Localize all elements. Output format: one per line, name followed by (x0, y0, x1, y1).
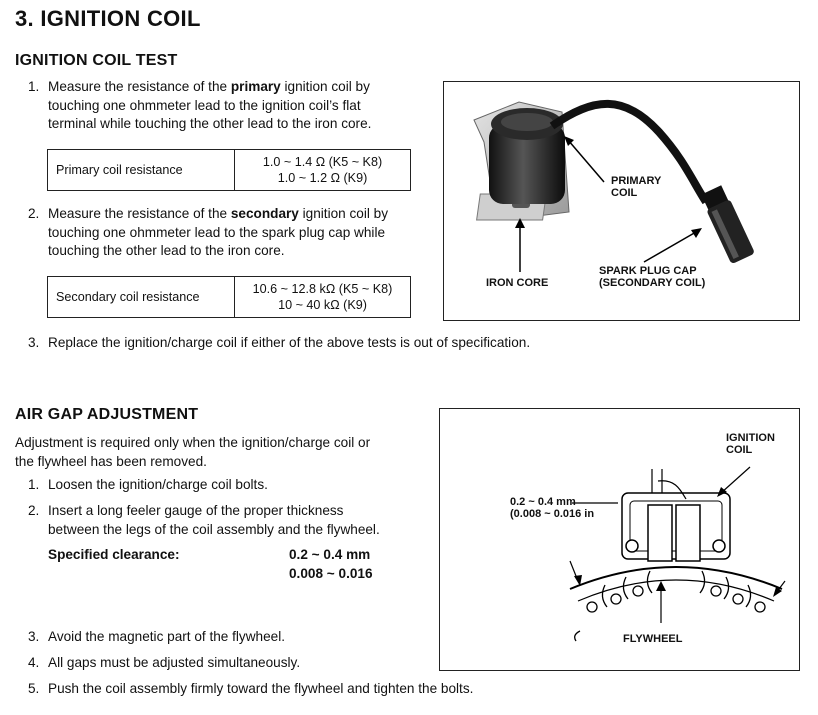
step-number: 2. (28, 503, 40, 518)
iron-core-label: IRON CORE (486, 277, 549, 289)
test-step-1: 1.Measure the resistance of the primary … (28, 79, 372, 131)
step-number: 1. (28, 477, 40, 492)
gap-dimension-label: 0.2 ~ 0.4 mm (0.008 ~ 0.016 in (510, 496, 595, 520)
ignition-coil-illustration (473, 99, 754, 272)
table-label: Primary coil resistance (47, 149, 235, 191)
emphasis-secondary: secondary (230, 206, 299, 221)
step-number: 3. (28, 629, 40, 644)
step-number: 5. (28, 681, 40, 696)
flywheel-illustration (569, 466, 786, 642)
airgap-intro: Adjustment is required only when the ign… (15, 435, 371, 469)
ignition-coil-figure: PRIMARY COIL IRON CORE SPARK PLUG CAP (S… (443, 81, 800, 321)
airgap-step-3: 3.Avoid the magnetic part of the flywhee… (28, 628, 448, 647)
table-value: 10.6 ~ 12.8 kΩ (K5 ~ K8) 10 ~ 40 kΩ (K9) (234, 276, 411, 318)
ignition-coil-label: IGNITION COIL (726, 432, 775, 456)
section-heading-air-gap: AIR GAP ADJUSTMENT (15, 406, 199, 423)
spark-plug-cap-label: SPARK PLUG CAP (SECONDARY COIL) (599, 265, 706, 289)
air-gap-figure: IGNITION COIL 0.2 ~ 0.4 mm (0.008 ~ 0.01… (439, 408, 800, 671)
clearance-values: 0.2 ~ 0.4 mm 0.008 ~ 0.016 (289, 547, 373, 581)
airgap-step-4: 4.All gaps must be adjusted simultaneous… (28, 654, 448, 673)
table-value: 1.0 ~ 1.4 Ω (K5 ~ K8) 1.0 ~ 1.2 Ω (K9) (234, 149, 411, 191)
step-number: 2. (28, 206, 40, 221)
airgap-step-5: 5.Push the coil assembly firmly toward t… (28, 680, 728, 699)
flywheel-label: FLYWHEEL (623, 633, 683, 645)
step-number: 1. (28, 79, 40, 94)
section-heading-ignition-coil-test: IGNITION COIL TEST (15, 52, 178, 69)
emphasis-primary: primary (230, 79, 281, 94)
step-number: 3. (28, 335, 40, 350)
page-title: 3. IGNITION COIL (15, 6, 201, 31)
clearance-label: Specified clearance: (48, 547, 180, 562)
test-step-2: 2.Measure the resistance of the secondar… (28, 206, 389, 258)
table-label: Secondary coil resistance (47, 276, 235, 318)
airgap-step-2: 2.Insert a long feeler gauge of the prop… (28, 503, 380, 537)
primary-resistance-table: Primary coil resistance 1.0 ~ 1.4 Ω (K5 … (47, 149, 411, 191)
test-step-3: 3.Replace the ignition/charge coil if ei… (28, 334, 728, 353)
secondary-resistance-table: Secondary coil resistance 10.6 ~ 12.8 kΩ… (47, 276, 411, 318)
step-number: 4. (28, 655, 40, 670)
airgap-step-1: 1.Loosen the ignition/charge coil bolts. (28, 476, 448, 495)
primary-coil-label: PRIMARY COIL (611, 175, 662, 199)
